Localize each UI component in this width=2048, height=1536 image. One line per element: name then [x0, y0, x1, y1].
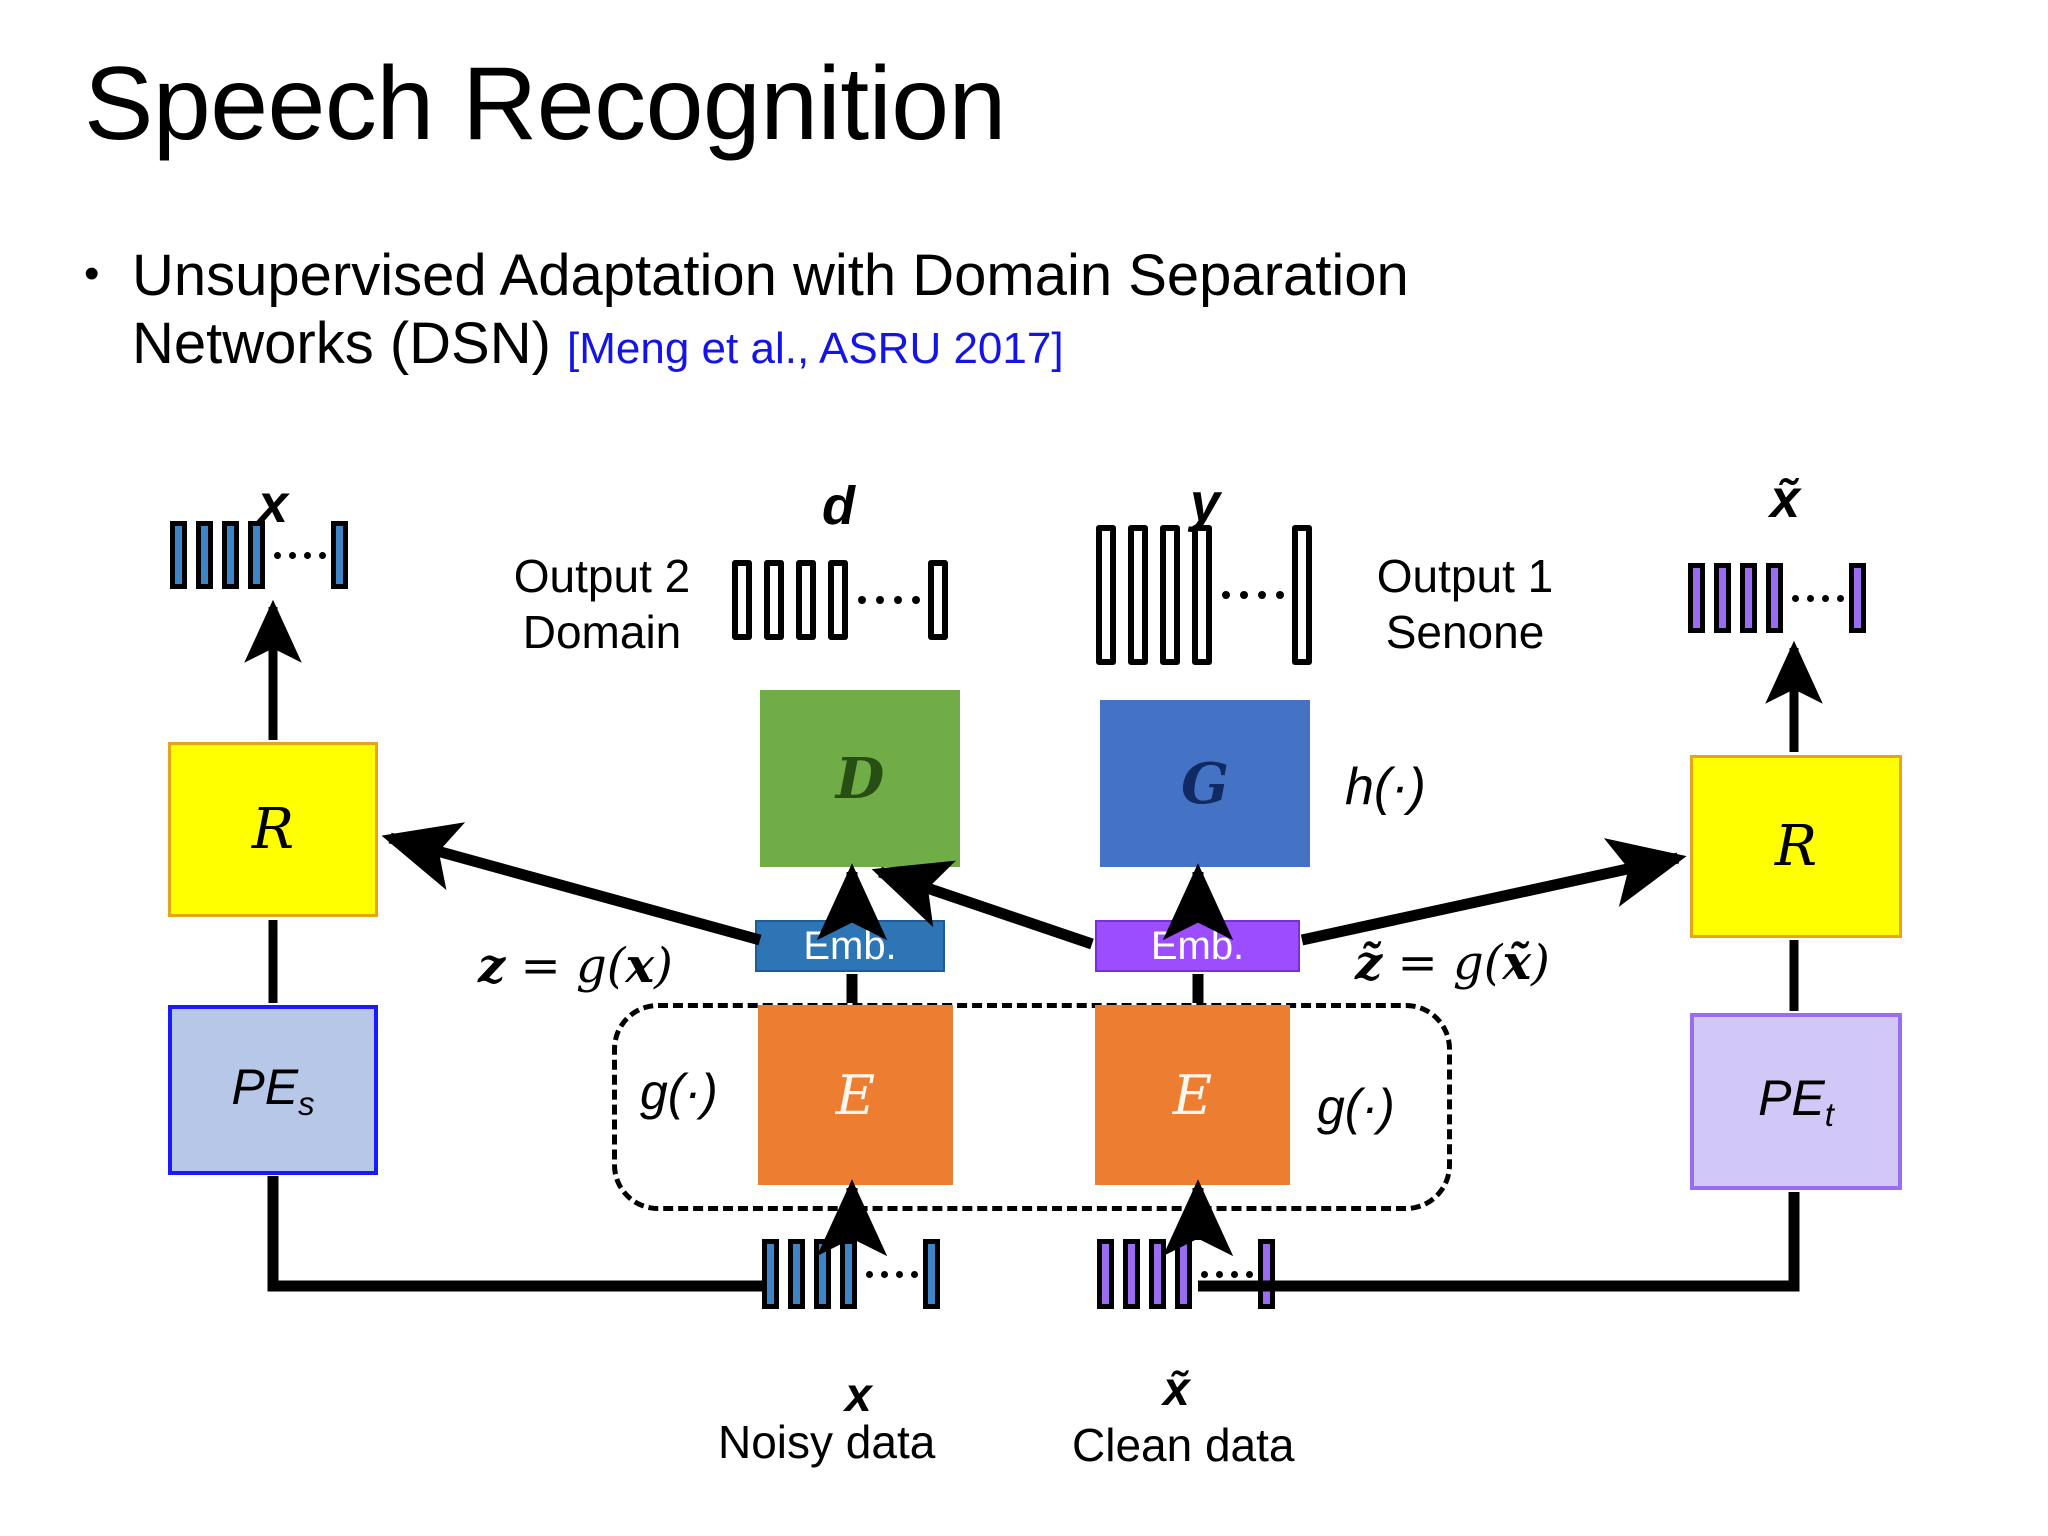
vector-bar	[923, 1239, 940, 1309]
label-clean-data: Clean data	[1072, 1419, 1295, 1471]
label-noisy-data: Noisy data	[718, 1416, 936, 1468]
equation-z-target: z̃ = g(x̃)	[1355, 935, 1550, 991]
vector-label-y: y	[1190, 473, 1221, 533]
box-label: R	[251, 797, 295, 862]
vector-bars-noisy-input	[762, 1238, 940, 1310]
vector-bar	[814, 1239, 831, 1309]
vector-bar	[1714, 563, 1731, 633]
vector-bar	[1175, 1239, 1192, 1309]
box-label: PEt	[1758, 1070, 1834, 1133]
box-label: Emb.	[1150, 923, 1245, 968]
vector-bar	[1192, 525, 1212, 665]
vector-bar	[1849, 563, 1866, 633]
vector-bar	[762, 1239, 779, 1309]
equation-z-source: z = g(x)	[478, 938, 673, 994]
vector-bar	[331, 521, 348, 589]
arrow-emb-source-to-r-source	[381, 822, 762, 946]
box-embedding-target[interactable]: Emb.	[1095, 920, 1300, 972]
ellipsis-dots	[1787, 563, 1849, 633]
label-output-1: Output 1 Senone	[1355, 548, 1575, 660]
vector-label-x-noisy: x	[845, 1369, 872, 1422]
vector-label-x-clean: x̃	[1163, 1363, 1190, 1416]
bullet-line-2: Networks (DSN)	[132, 311, 551, 377]
vector-bar	[796, 560, 816, 640]
box-label: E	[1172, 1063, 1213, 1127]
vector-bar	[1258, 1239, 1275, 1309]
vector-bars-clean-input	[1097, 1238, 1275, 1310]
output2-line2: Domain	[522, 606, 682, 659]
box-reconstructor-target[interactable]: R	[1690, 755, 1902, 938]
ellipsis-dots	[1196, 1239, 1258, 1309]
vector-bar	[764, 560, 784, 640]
vector-bar	[1096, 525, 1116, 665]
vector-bar	[1123, 1239, 1140, 1309]
bullet-marker: •	[84, 249, 100, 298]
vector-bar	[170, 521, 187, 589]
vector-bar	[1097, 1239, 1114, 1309]
box-label: PEs	[231, 1058, 315, 1122]
vector-bar	[1292, 525, 1312, 665]
vector-bars-d	[732, 560, 948, 640]
box-private-encoder-source[interactable]: PEs	[168, 1005, 378, 1175]
output2-line1: Output 2	[513, 550, 691, 602]
vector-bar	[840, 1239, 857, 1309]
vector-bar	[1128, 525, 1148, 665]
output1-line2: Senone	[1385, 606, 1545, 659]
vector-bar	[248, 521, 265, 589]
box-label: Emb.	[803, 923, 897, 968]
vector-bar	[732, 560, 752, 640]
vector-bar	[1160, 525, 1180, 665]
vector-bar	[928, 560, 948, 640]
ellipsis-dots	[850, 560, 928, 640]
box-label: E	[835, 1063, 876, 1127]
ellipsis-dots	[861, 1239, 923, 1309]
bullet-item: • Unsupervised Adaptation with Domain Se…	[84, 242, 1914, 379]
box-label: D	[835, 745, 885, 812]
label-h-function: h(·)	[1345, 758, 1426, 816]
box-private-encoder-target[interactable]: PEt	[1690, 1013, 1902, 1190]
label-g-function-right: g(·)	[1317, 1079, 1395, 1135]
bullet-body: Unsupervised Adaptation with Domain Sepa…	[132, 242, 1914, 379]
box-shared-encoder-target[interactable]: E	[1095, 1005, 1290, 1185]
box-embedding-source[interactable]: Emb.	[755, 920, 945, 972]
vector-bar	[788, 1239, 805, 1309]
vector-bar	[1149, 1239, 1166, 1309]
box-shared-encoder-source[interactable]: E	[758, 1005, 953, 1185]
vector-label-x-tilde-top-right: x̃	[1770, 469, 1801, 529]
vector-label-d: d	[822, 476, 855, 536]
arrow-emb-target-to-r-target	[1300, 838, 1687, 946]
vector-bar	[1740, 563, 1757, 633]
box-label: R	[1774, 814, 1818, 879]
page-title: Speech Recognition	[84, 46, 1006, 162]
vector-bars-x-reconstructed	[170, 520, 348, 590]
vector-bar	[1688, 563, 1705, 633]
vector-bar	[222, 521, 239, 589]
box-domain-discriminator[interactable]: D	[760, 690, 960, 867]
shared-encoder-group	[612, 1003, 1452, 1211]
bullet-line-1: Unsupervised Adaptation with Domain Sepa…	[132, 243, 1409, 308]
ellipsis-dots	[1214, 525, 1292, 665]
box-reconstructor-source[interactable]: R	[168, 742, 378, 917]
box-senone-classifier[interactable]: G	[1100, 700, 1310, 867]
ellipsis-dots	[269, 521, 331, 589]
label-g-function-left: g(·)	[640, 1064, 718, 1120]
vector-bar	[828, 560, 848, 640]
vector-bars-y	[1096, 525, 1312, 665]
output1-line1: Output 1	[1376, 550, 1554, 602]
vector-bar	[1766, 563, 1783, 633]
vector-bars-x-tilde-reconstructed	[1688, 562, 1866, 634]
box-label: G	[1181, 750, 1229, 817]
citation-link[interactable]: [Meng et al., ASRU 2017]	[567, 324, 1064, 374]
vector-bar	[196, 521, 213, 589]
label-output-2: Output 2 Domain	[492, 548, 712, 660]
bullet-list: • Unsupervised Adaptation with Domain Se…	[84, 242, 1914, 379]
